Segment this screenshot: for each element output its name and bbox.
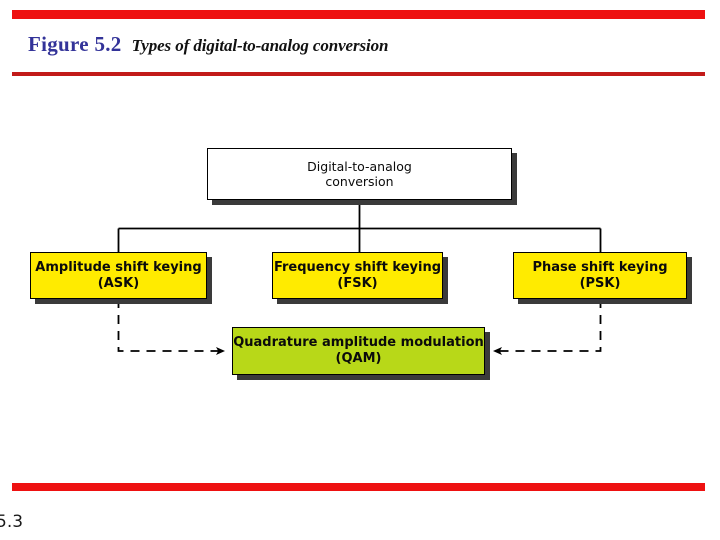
node-amplitude-shift-keying[interactable]: Amplitude shift keying (ASK) (30, 252, 207, 299)
node-ask-line2: (ASK) (97, 275, 140, 291)
page-title: Figure 5.2 Types of digital-to-analog con… (28, 32, 389, 56)
node-psk-line1: Phase shift keying (532, 259, 668, 275)
node-qam-line1: Quadrature amplitude modulation (233, 335, 484, 351)
node-digital-to-analog-conversion[interactable]: Digital-to-analog conversion (207, 148, 512, 200)
node-quadrature-amplitude-modulation[interactable]: Quadrature amplitude modulation (QAM) (232, 327, 485, 375)
figure-label: Figure 5.2 (28, 32, 122, 56)
edge-psk-to-qam (493, 299, 602, 355)
node-ask-line1: Amplitude shift keying (35, 259, 202, 275)
node-psk-line2: (PSK) (579, 275, 621, 291)
bottom-red-rule (12, 483, 705, 491)
node-frequency-shift-keying[interactable]: Frequency shift keying (FSK) (272, 252, 443, 299)
top-red-rule (12, 10, 705, 19)
node-root-line2: conversion (325, 174, 394, 189)
node-phase-shift-keying[interactable]: Phase shift keying (PSK) (513, 252, 687, 299)
page-number: 5.3 (0, 512, 24, 532)
node-fsk-line1: Frequency shift keying (273, 259, 442, 275)
edge-ask-to-qam (117, 299, 225, 355)
figure-caption: Types of digital-to-analog conversion (131, 36, 389, 55)
node-root-line1: Digital-to-analog (307, 158, 412, 174)
node-qam-line2: (QAM) (335, 351, 382, 366)
node-fsk-line2: (FSK) (337, 275, 378, 291)
title-underline-rule (12, 72, 705, 76)
